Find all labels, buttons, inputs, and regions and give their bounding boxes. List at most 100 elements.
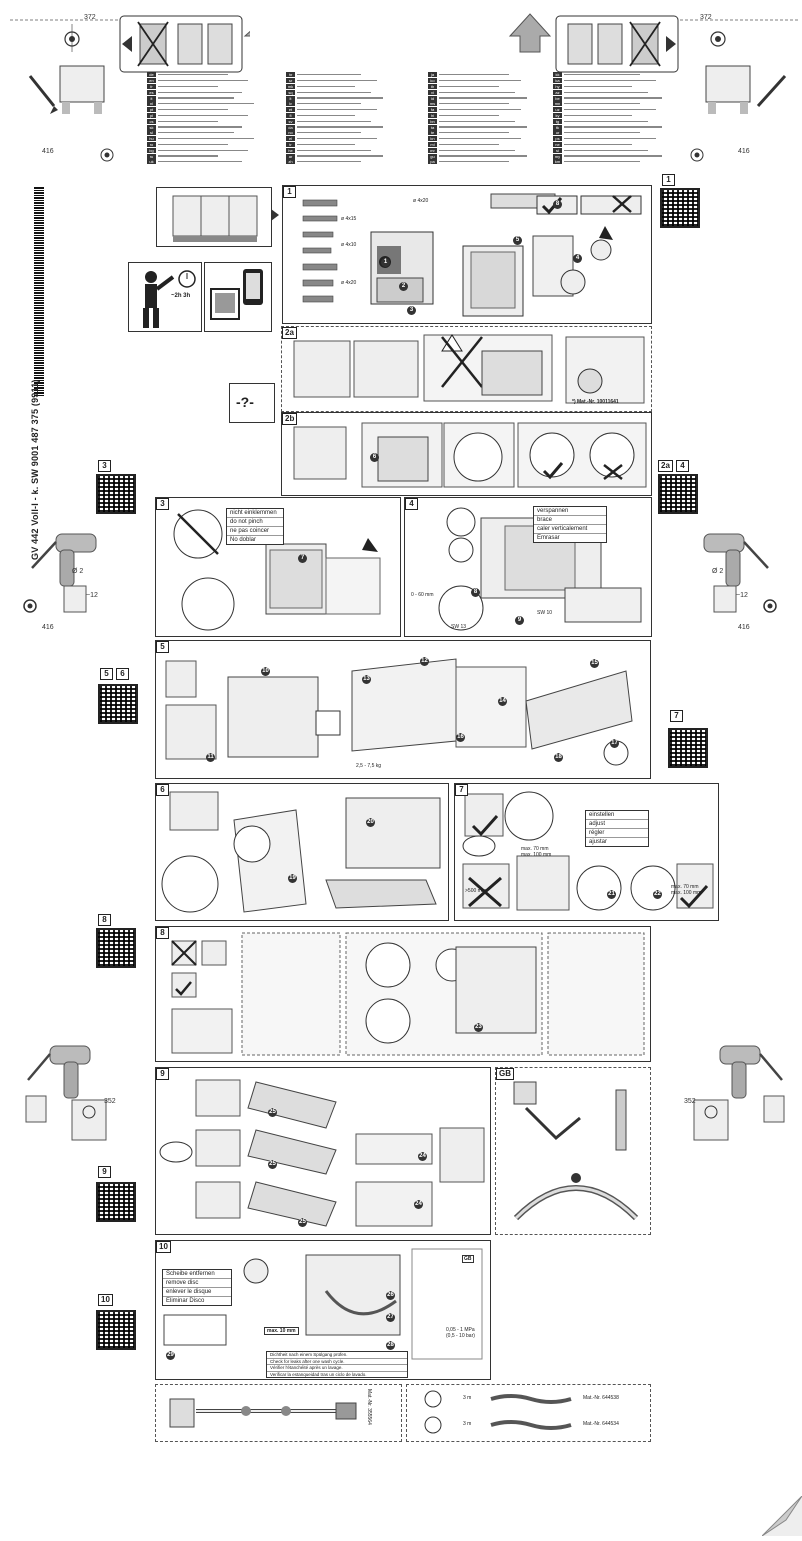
worker-time-panel: ~2h 3h <box>128 262 202 332</box>
language-row: bg <box>147 147 277 153</box>
dim-mid-right: 416 <box>738 148 750 155</box>
qr-code-step-1[interactable] <box>660 188 700 228</box>
dim-352-left: 352 <box>104 1098 116 1105</box>
arrow-right-icon <box>271 208 279 226</box>
tag-25b: 25 <box>268 1160 277 1169</box>
tag-25c: 25 <box>298 1218 307 1227</box>
language-row: ro <box>147 141 277 148</box>
step-3-panel: 3 nicht einklemmen do not pinch ne pas c… <box>155 497 401 637</box>
language-row: ru <box>147 153 277 159</box>
tag-5: 5 <box>513 236 522 245</box>
language-code: pt <box>147 107 156 113</box>
question-mark: -?- <box>236 394 254 410</box>
language-row: lv <box>286 101 391 107</box>
callout-fr: enlever le disque <box>163 1288 231 1297</box>
step-9-number: 9 <box>156 1068 169 1080</box>
language-code: fi <box>286 112 295 118</box>
language-code: nl <box>147 101 156 107</box>
leak-check-en: Check for leaks after one wash cycle. <box>267 1359 407 1365</box>
step-7-number: 7 <box>455 784 468 796</box>
language-text-line <box>158 109 228 111</box>
qr-code-step-7[interactable] <box>668 728 708 768</box>
language-row: mr <box>428 147 533 153</box>
step-7-callout: einstellen adjust régler ajustar <box>585 810 649 847</box>
language-code: kn <box>428 136 437 142</box>
language-code: tg <box>553 118 562 124</box>
language-code: es <box>147 89 156 95</box>
dim-416-left: 416 <box>42 624 54 631</box>
step-2a-number: 2a <box>282 327 297 339</box>
tag-18: 18 <box>554 753 563 762</box>
language-row: gu <box>428 153 533 159</box>
tag-27: 27 <box>386 1313 395 1322</box>
language-code: mr <box>428 147 437 153</box>
language-code: sl <box>147 130 156 136</box>
language-row: sl <box>147 130 277 136</box>
step-4-callout: verspannen brace caler verticalement Emr… <box>533 506 607 543</box>
label-sw13: SW 13 <box>451 624 467 630</box>
step-7-illustration <box>462 791 714 911</box>
language-text-line <box>564 80 656 82</box>
step-4-panel: 4 verspannen brace caler verticalement E… <box>404 497 652 637</box>
hose-extension-illustration <box>169 1398 357 1428</box>
callout-de: nicht einklemmen <box>227 509 283 518</box>
label-pressure: 0,05 - 1 MPa (0,5 - 10 bar) <box>446 1327 475 1339</box>
language-code: sq <box>286 89 295 95</box>
language-row: et <box>286 107 391 113</box>
drill-icon-right-lower <box>680 1040 790 1155</box>
anchor-icon-right <box>690 148 704 167</box>
tag-20: 20 <box>366 818 375 827</box>
language-row: mn <box>553 101 668 107</box>
drill-icon-right <box>700 520 780 625</box>
callout-es: ajustar <box>589 839 608 845</box>
language-text-line <box>439 103 509 105</box>
tag-10: 10 <box>261 667 270 676</box>
part-screw-4x20: ø 4x20 <box>413 198 429 204</box>
language-text-line <box>158 161 242 163</box>
language-text-line <box>439 80 521 82</box>
tag-23: 23 <box>474 1023 483 1032</box>
worker-with-wrench-icon <box>143 270 196 328</box>
qr-code-step-2a-4[interactable] <box>658 474 698 514</box>
language-code: be <box>553 95 562 101</box>
language-code: sr <box>286 78 295 84</box>
language-text-line <box>439 155 527 157</box>
language-row: km <box>553 159 668 165</box>
language-text-line <box>297 74 361 76</box>
label-weight: 2,5 - 7,5 kg <box>356 763 382 769</box>
hose-length-2: 3 m <box>463 1421 472 1427</box>
language-code: pa <box>428 159 437 165</box>
tag-7: 7 <box>298 554 307 563</box>
step-3-number: 3 <box>156 498 169 510</box>
language-code: kk <box>553 72 562 78</box>
language-code: el <box>286 136 295 142</box>
phone-qr-panel <box>204 262 272 332</box>
qr-code-step-8[interactable] <box>96 928 136 968</box>
qr-code-step-10[interactable] <box>96 1310 136 1350</box>
language-text-line <box>564 149 648 151</box>
leak-check-es: Verificar la estanqueidad tras un ciclo … <box>270 1371 367 1377</box>
language-code: te <box>428 130 437 136</box>
language-text-line <box>439 109 521 111</box>
qr-code-step-3[interactable] <box>96 474 136 514</box>
language-row: en <box>147 78 277 84</box>
language-code: sk <box>147 124 156 130</box>
tag-13: 13 <box>362 675 371 684</box>
step-8-number: 8 <box>156 927 169 939</box>
step-7-panel: 7 einstellen adjust régler ajustar max. … <box>454 783 719 921</box>
step-6-illustration <box>161 791 441 913</box>
language-text-line <box>158 74 228 76</box>
qr-code-step-9[interactable] <box>96 1182 136 1222</box>
language-code: ky <box>553 112 562 118</box>
callout-de: einstellen <box>586 811 648 820</box>
tag-15: 15 <box>590 659 599 668</box>
language-row: uk <box>147 159 277 165</box>
language-code: gu <box>428 153 437 159</box>
language-row: it <box>147 95 277 101</box>
qr-label-3: 3 <box>98 460 111 472</box>
language-row: nl <box>147 101 277 107</box>
language-row: ky <box>553 112 668 119</box>
qr-code-step-5-6[interactable] <box>98 684 138 724</box>
language-row: ar <box>286 153 391 159</box>
